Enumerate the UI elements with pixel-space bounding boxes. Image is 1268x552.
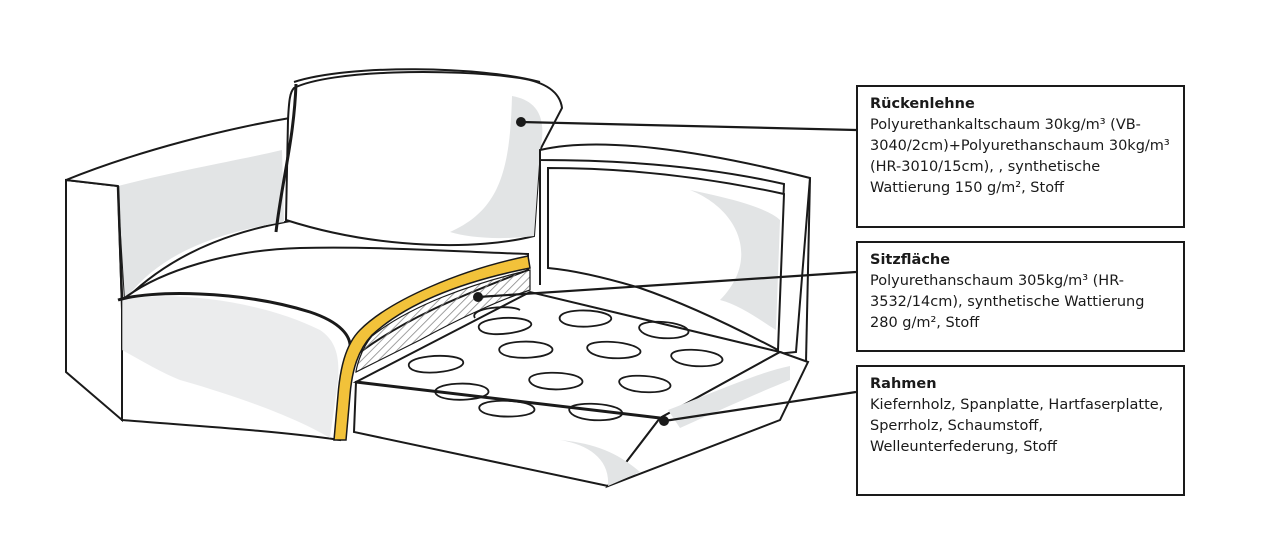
marker-back <box>516 117 526 127</box>
right-armrest <box>539 143 812 363</box>
leader-line-seat <box>477 270 857 299</box>
callout-title: Sitzfläche <box>870 252 951 268</box>
frame-base <box>352 290 810 489</box>
leader-line-frame <box>663 390 857 423</box>
callout-rahmen: Rahmen Kiefernholz, Spanplatte, Hartfase… <box>856 365 1185 496</box>
back-cushion <box>274 68 564 246</box>
leader-lines <box>477 120 857 423</box>
marker-frame <box>659 416 669 426</box>
callout-body: Kiefernholz, Spanplatte, Hartfaserplatte… <box>870 397 1164 455</box>
leader-line-back <box>520 120 857 132</box>
left-armrest <box>65 116 298 423</box>
marker-seat <box>473 292 483 302</box>
leader-dots <box>473 117 669 426</box>
callout-body: Polyurethanschaum 305kg/m³ (HR-3532/14cm… <box>870 273 1145 331</box>
callout-sitzflaeche: Sitzfläche Polyurethanschaum 305kg/m³ (H… <box>856 241 1185 352</box>
callout-title: Rahmen <box>870 376 937 392</box>
callout-rueckenlehne: Rückenlehne Polyurethankaltschaum 30kg/m… <box>856 85 1185 228</box>
spring-layer <box>407 306 724 422</box>
callout-body: Polyurethankaltschaum 30kg/m³ (VB-3040/2… <box>870 117 1170 196</box>
callout-title: Rückenlehne <box>870 96 975 112</box>
